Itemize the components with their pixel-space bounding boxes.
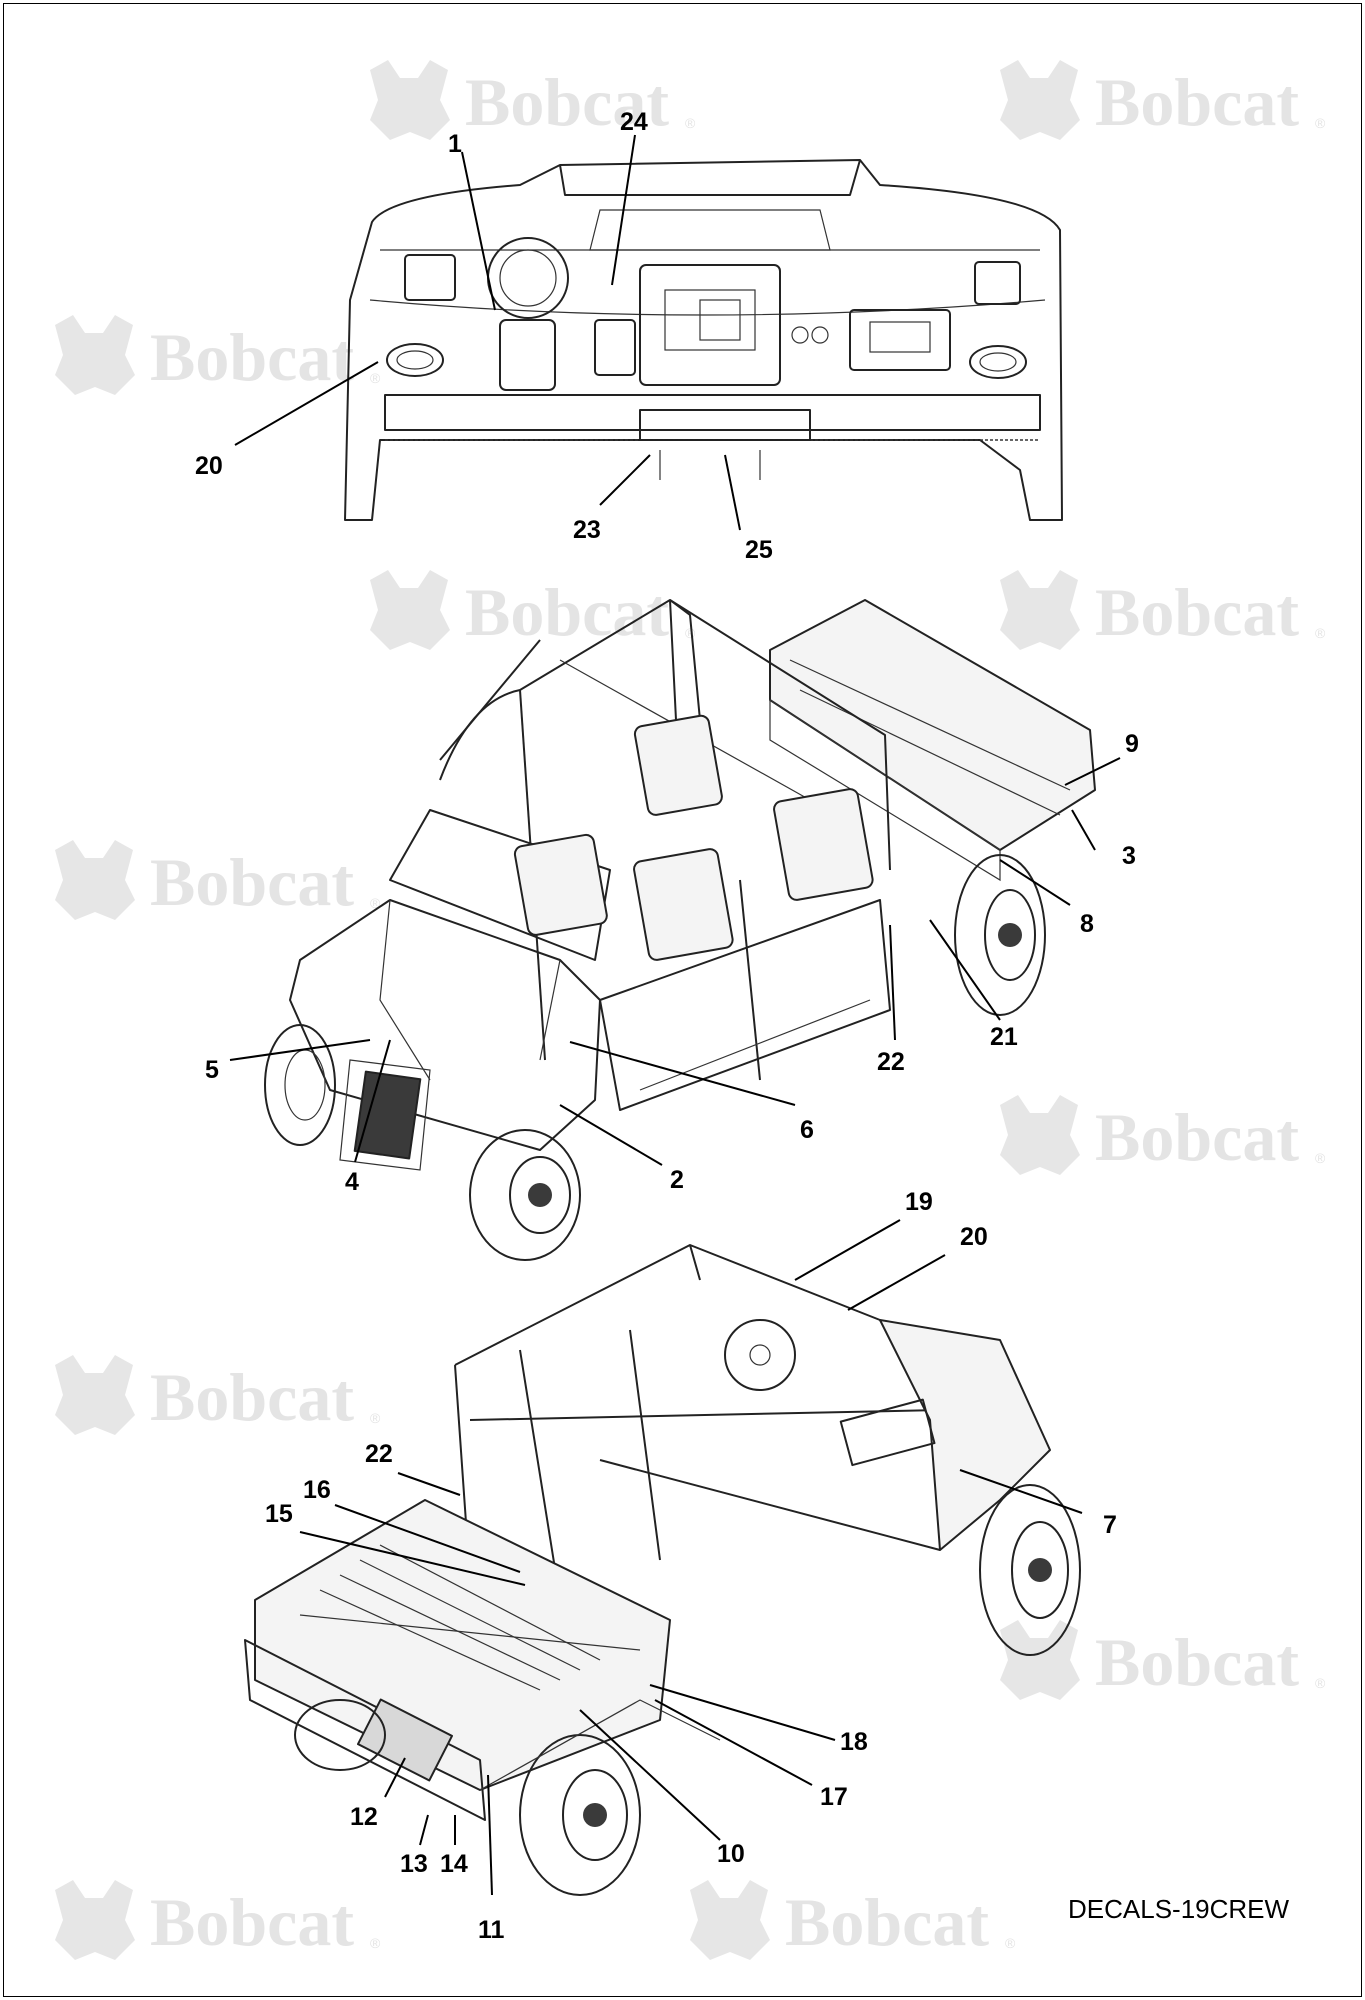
- bobcat-logo-icon: [370, 570, 450, 650]
- callout-7: 7: [1103, 1511, 1117, 1539]
- callout-1: 1: [448, 130, 462, 158]
- bobcat-watermark: Bobcat ®: [55, 1355, 381, 1435]
- watermark-registered-mark: ®: [1315, 625, 1326, 641]
- callout-5: 5: [205, 1056, 219, 1084]
- callout-13: 13: [400, 1850, 428, 1878]
- bobcat-logo-icon: [55, 1880, 135, 1960]
- callout-9: 9: [1125, 730, 1139, 758]
- bobcat-logo-icon: [370, 60, 450, 140]
- watermark-brand-text: Bobcat: [1095, 1099, 1299, 1175]
- watermark-brand-text: Bobcat: [1095, 64, 1299, 140]
- watermark-registered-mark: ®: [370, 370, 381, 386]
- front-vehicle-view: [264, 599, 1096, 1261]
- bobcat-watermark: Bobcat ®: [1000, 1095, 1326, 1175]
- callout-22b: 22: [365, 1440, 393, 1468]
- watermark-brand-text: Bobcat: [1095, 574, 1299, 650]
- callout-18: 18: [840, 1728, 868, 1756]
- bobcat-logo-icon: [1000, 60, 1080, 140]
- bobcat-logo-icon: [55, 840, 135, 920]
- watermark-registered-mark: ®: [1315, 115, 1326, 131]
- watermark-brand-text: Bobcat: [465, 574, 669, 650]
- bobcat-watermark: Bobcat ®: [1000, 60, 1326, 140]
- bobcat-watermark: Bobcat ®: [55, 315, 381, 395]
- bobcat-watermark: Bobcat ®: [370, 570, 696, 650]
- watermark-brand-text: Bobcat: [150, 844, 354, 920]
- watermark-registered-mark: ®: [370, 1935, 381, 1951]
- callout-2: 2: [670, 1166, 684, 1194]
- bobcat-logo-icon: [55, 315, 135, 395]
- watermark-brand-text: Bobcat: [150, 319, 354, 395]
- bobcat-watermark: Bobcat ®: [55, 840, 381, 920]
- watermark-brand-text: Bobcat: [785, 1884, 989, 1960]
- bobcat-logo-icon: [55, 1355, 135, 1435]
- callout-3: 3: [1122, 842, 1136, 870]
- watermark-registered-mark: ®: [685, 115, 696, 131]
- callout-11: 11: [478, 1916, 505, 1944]
- callout-22: 21: [990, 1023, 1018, 1051]
- callout-4: 4: [345, 1168, 359, 1196]
- watermark-brand-text: Bobcat: [465, 64, 669, 140]
- callout-24: 23: [573, 516, 601, 544]
- bobcat-logo-icon: [1000, 1095, 1080, 1175]
- watermark-registered-mark: ®: [1005, 1935, 1016, 1951]
- diagram-reference-id: DECALS-19CREW: [1068, 1894, 1290, 1924]
- bobcat-watermark: Bobcat ®: [370, 60, 696, 140]
- bobcat-logo-icon: [1000, 570, 1080, 650]
- callout-20: 20: [960, 1223, 988, 1251]
- callout-19: 19: [905, 1188, 933, 1216]
- rear-vehicle-view: [244, 1244, 1081, 1896]
- callout-17: 17: [820, 1783, 848, 1811]
- dashboard-view: [344, 159, 1063, 521]
- leader-lines: [229, 134, 1121, 1896]
- watermark-brand-text: Bobcat: [1095, 1624, 1299, 1700]
- watermark-registered-mark: ®: [1315, 1675, 1326, 1691]
- watermark-layer: Bobcat®Bobcat®Bobcat®Bobcat®Bobcat®Bobca…: [55, 60, 1326, 1960]
- bobcat-watermark: Bobcat ®: [55, 1880, 381, 1960]
- bobcat-logo-icon: [1000, 1620, 1080, 1700]
- callout-25: 24: [620, 108, 648, 136]
- callout-8: 8: [1080, 910, 1094, 938]
- callout-labels: 1 24 20 23 25 9 3 8 21 22 5 6 4 2 19 20 …: [195, 108, 1139, 1944]
- callout-12: 12: [350, 1803, 378, 1831]
- callout-15: 15: [265, 1500, 293, 1528]
- callout-6: 6: [800, 1116, 814, 1144]
- bobcat-watermark: Bobcat ®: [690, 1880, 1016, 1960]
- bobcat-watermark: Bobcat ®: [1000, 570, 1326, 650]
- bobcat-logo-icon: [690, 1880, 770, 1960]
- watermark-brand-text: Bobcat: [150, 1884, 354, 1960]
- watermark-registered-mark: ®: [370, 1410, 381, 1426]
- bobcat-watermark: Bobcat ®: [1000, 1620, 1326, 1700]
- watermark-registered-mark: ®: [370, 895, 381, 911]
- watermark-brand-text: Bobcat: [150, 1359, 354, 1435]
- callout-23: 22: [877, 1048, 905, 1076]
- callout-10: 10: [717, 1840, 745, 1868]
- watermark-registered-mark: ®: [685, 625, 696, 641]
- callout-26: 25: [745, 536, 773, 564]
- callout-14: 14: [440, 1850, 468, 1878]
- watermark-registered-mark: ®: [1315, 1150, 1326, 1166]
- callout-21: 20: [195, 452, 223, 480]
- diagram-frame: [3, 3, 1362, 1997]
- callout-16: 16: [303, 1476, 331, 1504]
